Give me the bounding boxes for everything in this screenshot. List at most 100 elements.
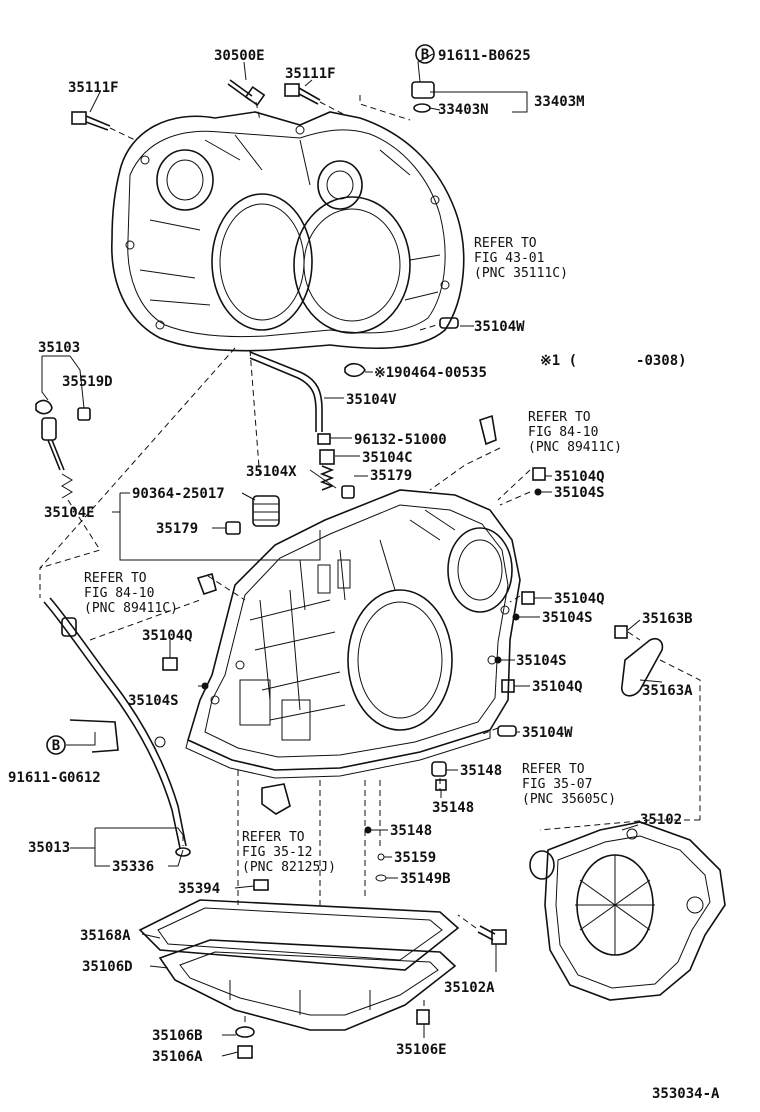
callout-35148-a: 35148	[460, 763, 502, 779]
connector-89411-left-icon	[196, 573, 217, 596]
plug-35104w-lower-icon	[497, 725, 517, 737]
bolt-35104q-b-icon	[521, 591, 535, 605]
callout-96132-51000: 96132-51000	[354, 432, 447, 448]
callout-35148-c: 35148	[390, 823, 432, 839]
callout-190464-00535: ※190464-00535	[374, 365, 487, 381]
ref-89411a-line3: (PNC 89411C)	[528, 440, 622, 455]
bolt-35111f-left-icon	[71, 111, 111, 131]
reference-note-fig-35-12: REFER TO FIG 35-12 (PNC 82125J)	[242, 830, 336, 875]
callout-35104s-d: 35104S	[516, 653, 567, 669]
callout-33403n: 33403N	[438, 102, 489, 118]
bolt-35163b-icon	[614, 625, 628, 639]
callout-35148-b: 35148	[432, 800, 474, 816]
ref-35605-line1: REFER TO	[522, 762, 585, 777]
ref-82125-line3: (PNC 82125J)	[242, 860, 336, 875]
tube-35104v-icon	[249, 351, 323, 432]
ref-89411a-line2: FIG 84-10	[528, 425, 598, 440]
reference-note-fig-84-10-right: REFER TO FIG 84-10 (PNC 89411C)	[528, 410, 622, 455]
callout-35104w-lower: 35104W	[522, 725, 573, 741]
bolt-35102a-icon	[477, 925, 507, 945]
b-symbol-bottom-icon: B	[46, 735, 66, 755]
callout-33403m: 33403M	[534, 94, 585, 110]
bolt-30500e-icon	[227, 79, 266, 107]
callout-35111f-right: 35111F	[285, 66, 336, 82]
fitting-96132-icon	[317, 433, 331, 445]
callout-35106d: 35106D	[82, 959, 133, 975]
callout-35168a: 35168A	[80, 928, 131, 944]
bolt-35111f-right-icon	[284, 83, 321, 105]
callout-35104q-b: 35104Q	[554, 591, 605, 607]
speed-sensor-plug-icon	[411, 81, 435, 113]
fitting-35104c-icon	[319, 449, 335, 465]
callout-35104q-a: 35104Q	[554, 469, 605, 485]
connector-89411-right-icon	[479, 414, 497, 446]
callout-35149b: 35149B	[400, 871, 451, 887]
callout-30500e: 30500E	[214, 48, 265, 64]
ref-89411a-line1: REFER TO	[528, 410, 591, 425]
plug-35148-icon	[364, 761, 447, 882]
speed-sensor-35394-icon	[253, 783, 291, 891]
reference-note-fig-35-07: REFER TO FIG 35-07 (PNC 35605C)	[522, 762, 616, 807]
drain-plug-35106b-icon	[235, 1026, 255, 1038]
ref-82125-line1: REFER TO	[242, 830, 305, 845]
clamp-190464-icon	[344, 362, 366, 378]
callout-35104x: 35104X	[246, 464, 297, 480]
ref-35605-line3: (PNC 35605C)	[522, 792, 616, 807]
callout-35394: 35394	[178, 881, 220, 897]
bolt-35104q-a-icon	[532, 467, 546, 481]
ref-89411b-line1: REFER TO	[84, 571, 147, 586]
callout-35179-top: 35179	[370, 468, 412, 484]
leader-lines	[41, 53, 663, 1057]
callout-90364-25017: 90364-25017	[132, 486, 225, 502]
transaxle-case-drawing	[185, 489, 521, 779]
ref-89411b-line3: (PNC 89411C)	[84, 601, 178, 616]
ref-82125-line2: FIG 35-12	[242, 845, 312, 860]
callout-35159: 35159	[394, 850, 436, 866]
callout-35111f-left: 35111F	[68, 80, 119, 96]
bolt-35104q-c-icon	[162, 657, 178, 671]
reference-note-fig-43-01: REFER TO FIG 43-01 (PNC 35111C)	[474, 236, 568, 281]
callout-91611-b0625: 91611-B0625	[438, 48, 531, 64]
callout-35104w-top: 35104W	[474, 319, 525, 335]
plug-35179-left-icon	[225, 521, 241, 535]
illustration-number: 353034-A	[652, 1086, 720, 1102]
callout-35163a: 35163A	[642, 683, 693, 699]
callout-35104q-d: 35104Q	[532, 679, 583, 695]
reference-note-fig-84-10-left: REFER TO FIG 84-10 (PNC 89411C)	[84, 571, 178, 616]
oil-pan-gasket-drawing	[138, 899, 460, 971]
transaxle-housing-drawing	[111, 111, 465, 352]
washer-35104s-b-icon	[512, 613, 520, 621]
callout-35104s-c: 35104S	[128, 693, 179, 709]
ref-top-line1: REFER TO	[474, 236, 537, 251]
b-symbol-top-text: B	[421, 47, 429, 63]
callout-35013: 35013	[28, 840, 70, 856]
callout-labels: 30500E 35111F 35111F 91611-B0625 33403M …	[8, 48, 693, 1065]
callout-35104v: 35104V	[346, 392, 397, 408]
callout-35519d: 35519D	[62, 374, 113, 390]
washer-35104s-a-icon	[534, 488, 542, 496]
spring-35104x-icon	[319, 465, 335, 491]
b-symbol-top-icon: B	[415, 44, 435, 64]
oil-pan-drawing	[158, 939, 457, 1031]
tube-35013-icon	[43, 597, 191, 857]
assembly-dashed-lines	[39, 95, 701, 1027]
callout-35103: 35103	[38, 340, 80, 356]
callout-35179-left: 35179	[156, 521, 198, 537]
b-symbol-bottom-text: B	[52, 738, 60, 754]
callout-35102: 35102	[640, 812, 682, 828]
dipstick-35103-icon	[35, 399, 91, 499]
ref-top-line3: (PNC 35111C)	[474, 266, 568, 281]
callout-35104s-b: 35104S	[542, 610, 593, 626]
callout-35106b: 35106B	[152, 1028, 203, 1044]
plug-35179-top-icon	[341, 485, 355, 499]
callout-35104q-c: 35104Q	[142, 628, 193, 644]
ref-35605-line2: FIG 35-07	[522, 777, 592, 792]
callout-35104e: 35104E	[44, 505, 95, 521]
applicability-note: ※1 ( -0308)	[540, 353, 687, 369]
callout-35104s-a: 35104S	[554, 485, 605, 501]
callout-35104c: 35104C	[362, 450, 413, 466]
ref-89411b-line2: FIG 84-10	[84, 586, 154, 601]
ref-top-line2: FIG 43-01	[474, 251, 544, 266]
bracket-35163a-icon	[621, 637, 664, 697]
bolt-35106e-icon	[416, 1009, 430, 1025]
